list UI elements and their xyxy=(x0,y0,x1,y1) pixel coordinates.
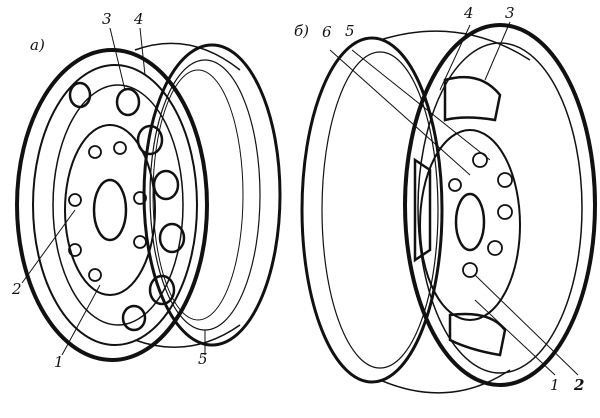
label-a-3: 3 xyxy=(102,10,112,28)
wheel-b xyxy=(300,23,597,394)
label-a-5: 5 xyxy=(198,350,208,368)
label-a-1: 1 xyxy=(54,353,64,371)
label-b-4: 4 xyxy=(464,4,474,22)
label-b-3: 3 xyxy=(505,4,515,22)
label-b-2: 2 xyxy=(574,376,585,394)
wheel-a xyxy=(15,42,282,362)
leader-lines xyxy=(21,21,579,376)
label-a-4: 4 xyxy=(134,10,144,28)
panel-label-a: а) xyxy=(30,36,45,54)
label-b-6: 6 xyxy=(322,23,332,41)
label-b-1: 1 xyxy=(550,376,560,394)
panel-label-b: б) xyxy=(294,22,310,40)
label-a-2: 2 xyxy=(12,280,22,298)
label-b-5: 5 xyxy=(345,22,355,40)
